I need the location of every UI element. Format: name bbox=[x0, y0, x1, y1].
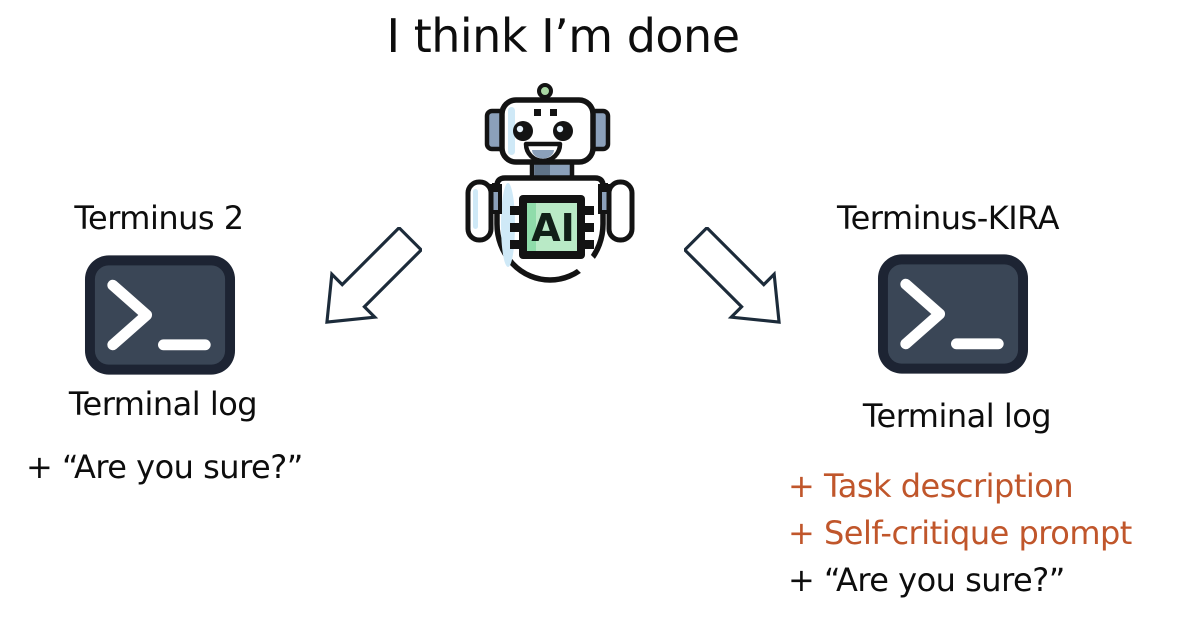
robot-eye-left bbox=[513, 121, 533, 141]
antenna-ball bbox=[537, 83, 553, 99]
right-branch-caption: Terminal log bbox=[862, 397, 1052, 435]
prompt-chevron-icon bbox=[107, 279, 153, 351]
prompt-chevron-icon bbox=[900, 278, 946, 350]
right-branch-heading: Terminus-KIRA bbox=[837, 199, 1059, 237]
robot-head bbox=[499, 97, 596, 165]
robot-eye-right bbox=[553, 121, 573, 141]
right-branch-item: + Task description bbox=[788, 467, 1074, 505]
brow-dot bbox=[550, 109, 557, 116]
ai-chip-icon: AI bbox=[510, 195, 594, 259]
right-branch-item-list: + Task description + Self-critique promp… bbox=[788, 463, 1132, 604]
brow-dot bbox=[534, 109, 541, 116]
ai-robot-icon: AI bbox=[465, 83, 635, 283]
terminal-icon-right bbox=[877, 254, 1029, 374]
right-branch-item: + “Are you sure?” bbox=[788, 561, 1065, 599]
robot-arm-right bbox=[598, 179, 635, 243]
robot-arm-left bbox=[465, 179, 502, 243]
left-branch-caption: Terminal log bbox=[68, 385, 258, 423]
chip-label: AI bbox=[531, 206, 575, 250]
left-branch-item: + “Are you sure?” bbox=[26, 448, 303, 486]
arrow-down-left-icon bbox=[325, 227, 422, 324]
terminal-icon-left bbox=[84, 255, 236, 375]
page-title: I think I’m done bbox=[386, 9, 741, 63]
arrow-down-right-icon bbox=[684, 227, 781, 324]
right-branch-item: + Self-critique prompt bbox=[788, 514, 1132, 552]
left-branch-heading: Terminus 2 bbox=[74, 199, 244, 237]
